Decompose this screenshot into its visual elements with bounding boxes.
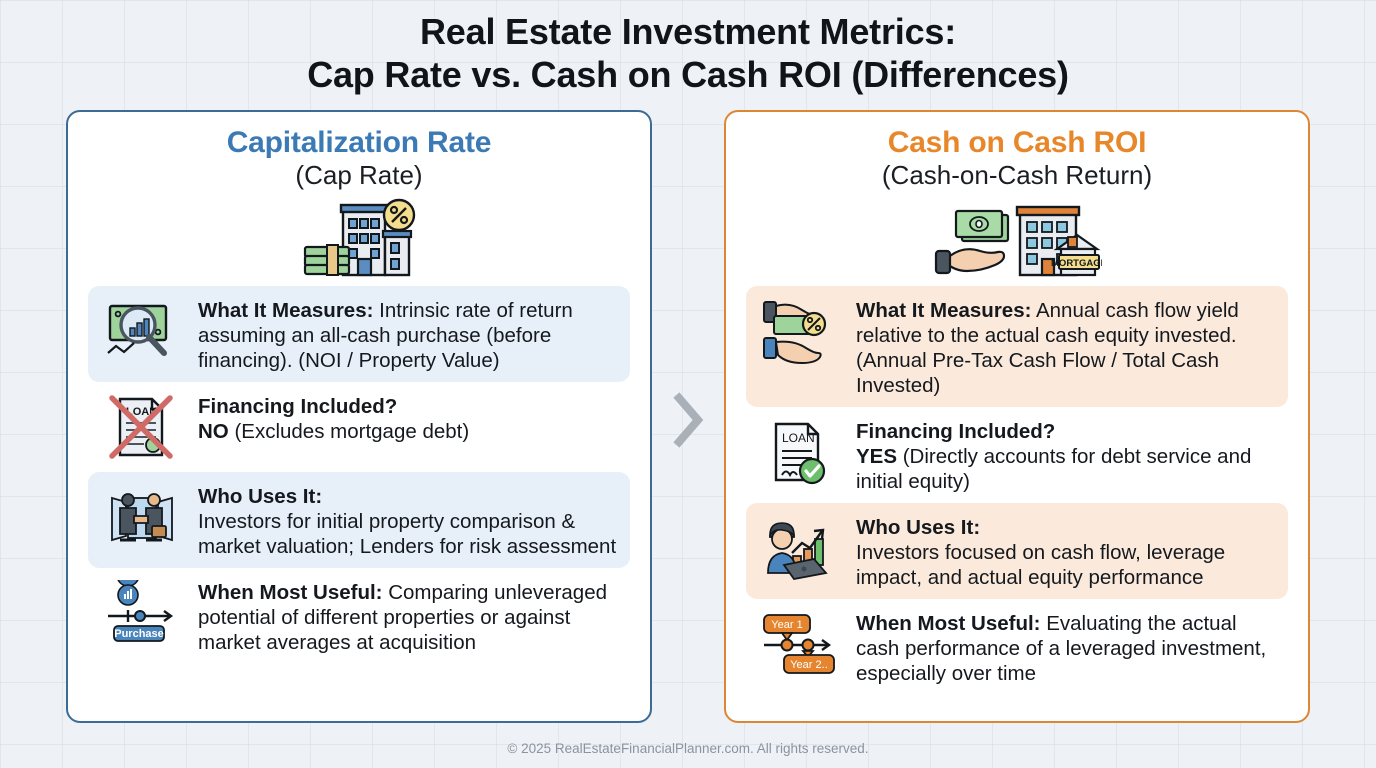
row-body: Investors focused on cash flow, leverage… [856,541,1226,590]
row-text: Who Uses It: Investors focused on cash f… [856,512,1276,590]
row-text: When Most Useful: Evaluating the actual … [856,608,1276,686]
building-money-percent-icon [88,196,630,280]
row-financing-included: LOAN Financing Included? YES (Di [746,407,1288,503]
cash-on-cash-title: Cash on Cash ROI [887,125,1147,159]
title-line-1: Real Estate Investment Metrics: [420,11,956,52]
row-label: Who Uses It: [856,516,981,540]
cash-on-cash-header: Cash on Cash ROI (Cash-on-Cash Return) [746,126,1288,191]
row-body: Annual cash flow yield relative to the a… [856,299,1239,398]
row-text: Who Uses It: Investors for initial prope… [198,481,618,559]
row-label: When Most Useful: [198,581,383,605]
title-line-2: Cap Rate vs. Cash on Cash ROI (Differenc… [307,53,1069,95]
row-financing-included: LOAN Financing Included? NO (Exc [88,382,630,472]
purchase-timeline-icon: Purchase [100,577,184,649]
row-text: What It Measures: Intrinsic rate of retu… [198,295,618,373]
cap-rate-title: Capitalization Rate [226,125,492,159]
year1-marker-label: Year 1 [771,619,802,631]
row-body: Comparing unleveraged potential of diffe… [198,581,607,655]
cap-rate-header: Capitalization Rate (Cap Rate) [88,126,630,191]
card-cash-on-cash: Cash on Cash ROI (Cash-on-Cash Return) [724,109,1310,723]
row-body: Investors for initial property compariso… [198,510,617,559]
row-body: Evaluating the actual cash performance o… [856,612,1267,686]
row-what-it-measures: What It Measures: Intrinsic rate of retu… [88,286,630,383]
investor-laptop-growth-icon [758,512,842,584]
row-body: (Directly accounts for debt service and … [856,445,1252,494]
row-when-most-useful: Year 1 Year 2.. When Most Useful: Evalua… [746,599,1288,695]
row-label: Financing Included? [856,420,1056,444]
row-answer: NO [198,420,229,444]
hand-cash-mortgage-building-icon: MORTGAGE [746,196,1288,280]
multi-year-timeline-icon: Year 1 Year 2.. [758,608,842,680]
row-body: (Excludes mortgage debt) [228,420,470,444]
money-magnifier-chart-icon [100,295,184,367]
chevron-right-icon [673,392,704,448]
row-text: Financing Included? YES (Directly accoun… [856,416,1276,494]
row-what-it-measures: What It Measures: Annual cash flow yield… [746,286,1288,408]
mortgage-sign-label: MORTGAGE [1051,258,1102,269]
row-body: Intrinsic rate of return assuming an all… [198,299,573,373]
footer-copyright: © 2025 RealEstateFinancialPlanner.com. A… [507,741,869,756]
row-text: When Most Useful: Comparing unleveraged … [198,577,618,655]
row-label: Financing Included? [198,395,398,419]
row-text: Financing Included? NO (Excludes mortgag… [198,391,618,444]
row-who-uses-it: Who Uses It: Investors focused on cash f… [746,503,1288,600]
card-cap-rate: Capitalization Rate (Cap Rate) [66,109,652,723]
cash-on-cash-subtitle: (Cash-on-Cash Return) [881,160,1153,191]
page-title: Real Estate Investment Metrics: Cap Rate… [0,0,1376,97]
loan-doc-label: LOAN [782,431,815,445]
loan-document-approved-icon: LOAN [758,416,842,488]
hand-cash-percent-icon [758,295,842,367]
row-answer: YES [856,445,898,469]
row-label: Who Uses It: [198,485,323,509]
comparison-cards: Capitalization Rate (Cap Rate) [0,109,1376,723]
cash-on-cash-rows: What It Measures: Annual cash flow yield… [746,286,1288,695]
cap-rate-subtitle: (Cap Rate) [295,160,423,191]
row-text: What It Measures: Annual cash flow yield… [856,295,1276,398]
year2-marker-label: Year 2.. [790,659,828,671]
row-label: What It Measures: [198,299,374,323]
handshake-investors-icon [100,481,184,553]
row-who-uses-it: Who Uses It: Investors for initial prope… [88,472,630,569]
row-label: When Most Useful: [856,612,1041,636]
loan-document-crossed-out-icon: LOAN [100,391,184,463]
cap-rate-rows: What It Measures: Intrinsic rate of retu… [88,286,630,664]
purchase-marker-label: Purchase [114,628,164,640]
row-label: What It Measures: [856,299,1032,323]
row-when-most-useful: Purchase When Most Useful: Comparing unl… [88,568,630,664]
